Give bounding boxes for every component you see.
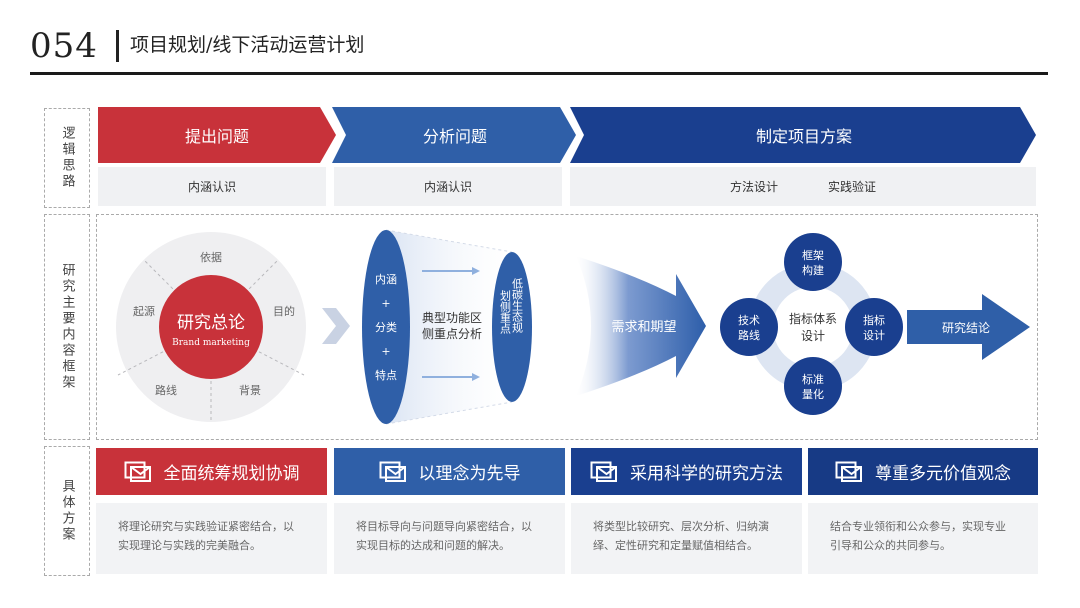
step-2-label: 分析问题 xyxy=(422,127,487,146)
envelope-icon xyxy=(590,461,617,482)
plan-card-4-body: 结合专业领衔和公众参与，实现专业 引导和公众的共同参与。 xyxy=(808,503,1038,574)
research-frame xyxy=(96,214,1038,440)
node-text: 框架 xyxy=(802,249,824,262)
cylinder-left-text: 特点 xyxy=(375,368,397,382)
envelope-icon xyxy=(379,461,406,482)
plan-card-3-body: 将类型比较研究、层次分析、归纳演 绎、定性研究和定量赋值相结合。 xyxy=(571,503,802,574)
plan-card-1-header: 全面统筹规划协调 xyxy=(96,448,327,495)
envelope-icon xyxy=(835,461,862,482)
node-text: 技术 xyxy=(738,314,760,327)
logic-arrows xyxy=(98,107,1036,163)
node-left xyxy=(720,298,778,356)
center-circle xyxy=(159,275,263,379)
arrow-step-2 xyxy=(332,107,576,163)
cylinder-middle-text: 典型功能区 xyxy=(422,311,482,325)
plan-desc-line: 实现理论与实践的完美融合。 xyxy=(118,539,261,552)
plan-title: 以理念为先导 xyxy=(418,464,521,484)
node-top xyxy=(784,233,842,291)
system-center-text: 设计 xyxy=(801,329,825,343)
system-center-text: 指标体系 xyxy=(789,311,837,326)
node-text: 设计 xyxy=(863,329,885,342)
chevron-right-icon xyxy=(322,308,350,344)
sub-box-2: 内涵认识 xyxy=(334,167,562,206)
step-3-label: 制定项目方案 xyxy=(755,127,852,146)
funnel-arrow: 需求和期望 xyxy=(576,256,706,396)
arrow-step-3 xyxy=(570,107,1036,163)
plan-card-4-header: 尊重多元价值观念 xyxy=(808,448,1038,495)
step-1-label: 提出问题 xyxy=(184,127,249,146)
center-subtitle: Brand marketing xyxy=(172,338,250,348)
segment-label: 起源 xyxy=(133,304,155,318)
cylinder-left-text: 内涵 xyxy=(375,272,397,286)
node-bottom xyxy=(784,357,842,415)
row-label-plan: 具体方案 xyxy=(44,446,90,576)
cylinder-left-text: + xyxy=(381,297,390,310)
plan-card-1-body: 将理论研究与实践验证紧密结合，以 实现理论与实践的完美融合。 xyxy=(96,503,327,574)
center-title: 研究总论 xyxy=(177,313,245,333)
segment-label: 依据 xyxy=(200,250,222,264)
cylinder-left-text: 分类 xyxy=(375,320,397,334)
research-circle: 研究总论 Brand marketing 依据 目的 背景 路线 起源 xyxy=(116,232,306,422)
sub-label: 方法设计 xyxy=(729,180,778,194)
funnel-label: 需求和期望 xyxy=(611,319,676,335)
row-label-logic: 逻辑思路 xyxy=(44,108,90,208)
plan-desc-line: 绎、定性研究和定量赋值相结合。 xyxy=(593,539,758,552)
cylinder-right-text: 低碳生态规 xyxy=(511,278,524,333)
envelope-icon xyxy=(124,461,151,482)
plan-desc-line: 结合专业领衔和公众参与，实现专业 xyxy=(830,520,1006,533)
sub-label: 内涵认识 xyxy=(187,180,236,194)
segment-label: 目的 xyxy=(273,304,295,318)
plan-desc-line: 将理论研究与实践验证紧密结合，以 xyxy=(118,520,294,533)
plan-desc-line: 实现目标的达成和问题的解决。 xyxy=(356,539,510,552)
cylinder-left-text: + xyxy=(381,345,390,358)
node-text: 量化 xyxy=(802,387,824,401)
plan-title: 采用科学的研究方法 xyxy=(630,464,783,484)
result-label: 研究结论 xyxy=(942,320,990,335)
cylinder-diagram: 内涵 + 分类 + 特点 典型功能区 侧重点分析 低碳生态规 划侧重点 xyxy=(362,229,532,425)
segment-label: 背景 xyxy=(239,383,261,397)
plan-desc-line: 将目标导向与问题导向紧密结合，以 xyxy=(356,520,532,533)
row-label-research: 研究主要内容框架 xyxy=(44,214,90,440)
plan-title: 全面统筹规划协调 xyxy=(163,464,300,484)
header-divider xyxy=(116,30,119,62)
node-text: 标准 xyxy=(802,372,824,386)
plan-card-3-header: 采用科学的研究方法 xyxy=(571,448,802,495)
segment-label: 路线 xyxy=(155,383,177,397)
plan-title: 尊重多元价值观念 xyxy=(875,464,1011,484)
sub-label: 内涵认识 xyxy=(423,180,472,194)
node-text: 指标 xyxy=(863,313,885,327)
header-rule xyxy=(30,72,1048,75)
sub-box-3: 方法设计 实践验证 xyxy=(570,167,1036,206)
cylinder-middle-text: 侧重点分析 xyxy=(422,327,482,341)
sub-box-1: 内涵认识 xyxy=(98,167,326,206)
plan-card-2-header: 以理念为先导 xyxy=(334,448,565,495)
page-number: 054 xyxy=(30,26,98,66)
plan-card-2-body: 将目标导向与问题导向紧密结合，以 实现目标的达成和问题的解决。 xyxy=(334,503,565,574)
plan-desc-line: 将类型比较研究、层次分析、归纳演 xyxy=(593,520,769,533)
node-text: 构建 xyxy=(802,263,824,277)
indicator-system: 研究结论 框架 构建 技术 路线 指标 设计 标准 量化 指标体系 设计 xyxy=(720,233,1030,415)
node-text: 路线 xyxy=(738,328,760,342)
plan-desc-line: 引导和公众的共同参与。 xyxy=(830,539,951,552)
result-arrow xyxy=(907,294,1030,360)
page-title: 项目规划/线下活动运营计划 xyxy=(130,34,365,56)
cylinder-right-text: 划侧重点 xyxy=(499,290,512,335)
node-right xyxy=(845,298,903,356)
arrow-step-1 xyxy=(98,107,336,163)
sub-label: 实践验证 xyxy=(828,180,877,194)
